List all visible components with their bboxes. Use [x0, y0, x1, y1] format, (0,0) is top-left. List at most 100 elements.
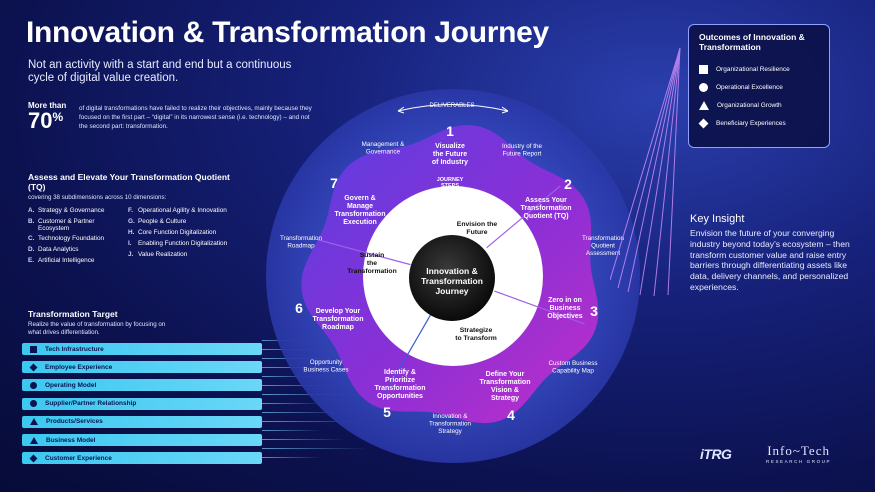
tq-dimension-key: B.: [28, 217, 35, 225]
diamond-icon: [698, 118, 709, 128]
tq-dimension-key: C.: [28, 234, 35, 242]
stat-more-than: More than: [28, 101, 67, 110]
center-label-line2: Transformation: [421, 276, 483, 286]
key-insight-text: Envision the future of your converging i…: [690, 228, 850, 292]
outcomes-panel: Outcomes of Innovation & Transformation …: [688, 24, 830, 148]
tq-dimension-key: J.: [128, 250, 134, 258]
target-item-label: Operating Model: [45, 381, 97, 389]
circle-icon: [30, 381, 37, 389]
stat-percent: %: [52, 110, 64, 124]
segment-divider: [317, 239, 411, 266]
step-number: 3: [590, 303, 598, 319]
tq-dimension: C.Technology Foundation: [28, 235, 128, 242]
target-item-label: Customer Experience: [45, 454, 112, 462]
tq-dimension: A.Strategy & Governance: [28, 207, 128, 214]
key-insight: Key Insight Envision the future of your …: [690, 213, 850, 293]
deliverables-arrows: [397, 104, 509, 114]
target-subheading: Realize the value of transformation by f…: [28, 321, 166, 336]
deliverable-label: Management &Governance: [362, 141, 406, 156]
tq-dimension: B.Customer & Partner Ecosystem: [28, 218, 128, 233]
target-item: Products/Services: [22, 415, 262, 428]
tq-dimension-label: Data Analytics: [38, 245, 79, 253]
target-item: Tech Infrastructure: [22, 343, 262, 355]
step-number: 4: [507, 407, 515, 423]
target-item: Customer Experience: [22, 452, 262, 465]
diamond-icon: [29, 454, 38, 463]
tq-dimension-label: Enabling Function Digitalization: [138, 239, 228, 247]
tq-dimension: H.Core Function Digitalization: [128, 229, 258, 236]
tq-heading: Assess and Elevate Your Transformation Q…: [28, 172, 230, 192]
step-number: 1: [446, 123, 454, 139]
target-item: Operating Model: [22, 379, 262, 392]
light-streak: [262, 430, 322, 431]
tq-dimension: I. Enabling Function Digitalization: [128, 240, 258, 247]
tq-dimension-label: Artificial Intelligence: [38, 256, 95, 264]
target-item: Supplier/Partner Relationship: [22, 397, 262, 410]
light-streak: [262, 448, 368, 449]
tq-subheading: covering 38 subdimensions across 10 dime…: [28, 194, 167, 201]
circle-icon: [30, 400, 37, 408]
target-item-label: Tech Infrastructure: [45, 345, 104, 353]
target-item-label: Supplier/Partner Relationship: [45, 400, 137, 408]
step-number: 7: [330, 175, 338, 191]
light-streak: [262, 439, 345, 440]
tq-dimension-label: People & Culture: [138, 217, 187, 225]
journey-wheel: Innovation & Transformation Journey DELI…: [266, 89, 640, 463]
center-label-line3: Journey: [435, 286, 468, 296]
target-item: Business Model: [22, 434, 262, 446]
outcome-label: Beneficiary Experiences: [716, 119, 786, 127]
outcomes-heading: Outcomes of Innovation & Transformation: [699, 32, 805, 52]
segment-divider: [382, 313, 432, 398]
light-streak: [262, 376, 324, 377]
tq-dimension-label: Core Function Digitalization: [138, 228, 217, 236]
target-item-label: Products/Services: [46, 418, 103, 426]
target-item-label: Business Model: [46, 436, 96, 444]
tq-dimension-label: Customer & Partner Ecosystem: [38, 217, 95, 233]
light-streak: [262, 412, 346, 413]
inner-dividers: [317, 185, 585, 398]
triangle-icon: [30, 418, 38, 426]
tq-dimension: G.People & Culture: [128, 218, 258, 225]
tq-dimension-key: E.: [28, 256, 35, 264]
tq-dimension: J.Value Realization: [128, 251, 258, 258]
segment-divider: [494, 290, 585, 325]
light-streak: [262, 421, 369, 422]
outcome-item: Operational Excellence: [699, 78, 819, 96]
target-heading: Transformation Target: [28, 309, 118, 319]
center-label-line1: Innovation &: [426, 266, 477, 276]
deliverables-label: DELIVERABLES: [429, 103, 474, 109]
tq-dimension-key: I.: [128, 239, 132, 247]
page-subtitle: Not an activity with a start and end but…: [28, 59, 292, 84]
itrg-logo: iTRG: [700, 446, 732, 462]
tq-dimension: F.Operational Agility & Innovation: [128, 207, 258, 214]
target-item: Employee Experience: [22, 361, 262, 374]
circle-icon: [699, 82, 708, 92]
square-icon: [30, 345, 37, 353]
key-insight-heading: Key Insight: [690, 213, 745, 225]
step-number: 2: [564, 176, 572, 192]
triangle-icon: [30, 436, 38, 444]
stat-number: 70: [28, 108, 53, 133]
tq-dimension-key: A.: [28, 207, 35, 214]
outcome-item: Beneficiary Experiences: [698, 114, 819, 132]
tq-dimension-label: Strategy & Governance: [38, 207, 105, 214]
